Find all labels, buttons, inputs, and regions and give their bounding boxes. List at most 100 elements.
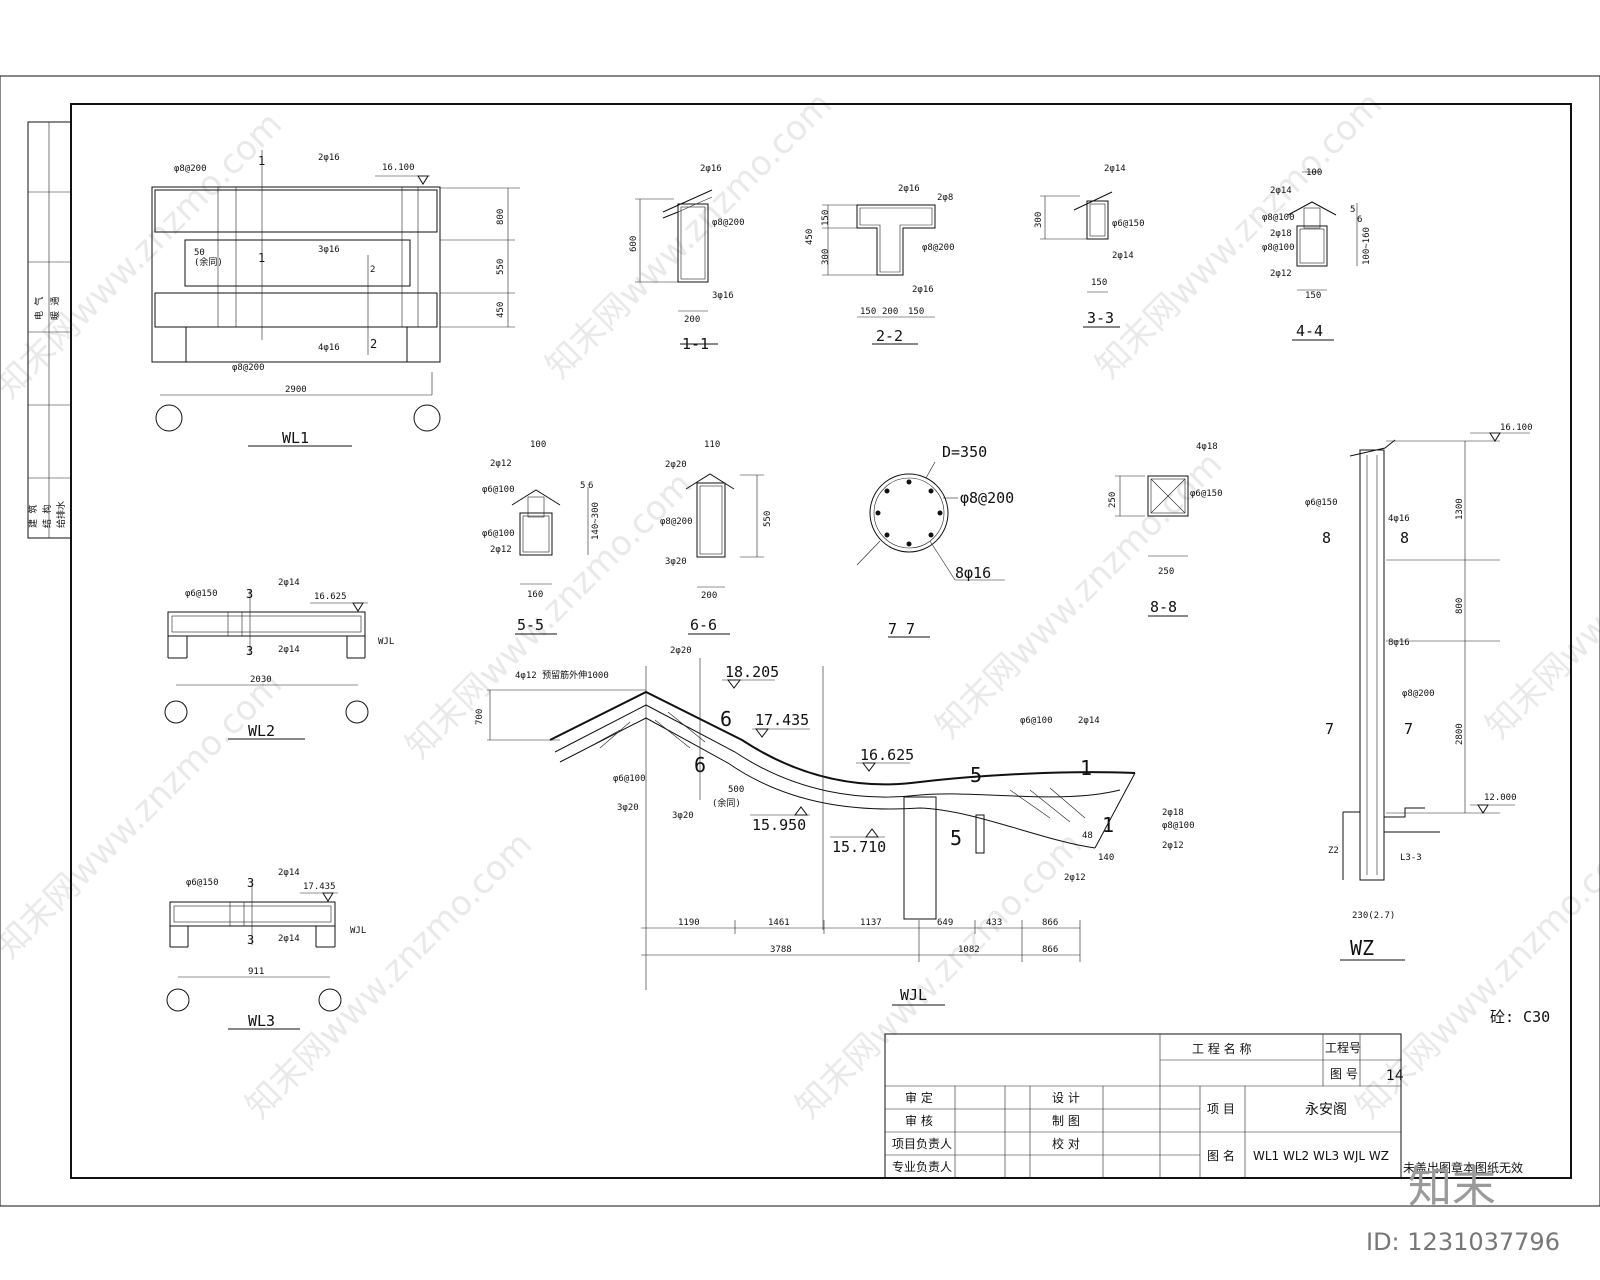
wl1-dim: 450 xyxy=(496,302,506,318)
sec88-title: 8-8 xyxy=(1150,598,1177,616)
sec22-dim: 300 xyxy=(821,249,831,265)
sec88-dim: 250 xyxy=(1158,567,1174,577)
strip-label: 给排水 xyxy=(55,501,67,528)
wl2-label: 3 xyxy=(246,587,253,601)
sec55-label: 2φ12 xyxy=(490,459,512,469)
sec55-label: 6 xyxy=(588,481,593,491)
wl3-elevation: φ6@150 3 2φ14 17.435 3 2φ14 WJL 911 WL3 xyxy=(166,868,366,1030)
tb-label-drawing-name: 图 名 xyxy=(1207,1148,1235,1163)
sec55-label: 100 xyxy=(530,440,546,450)
wjl-label: 140 xyxy=(1098,853,1114,863)
wjl-label: 6 xyxy=(720,707,732,731)
wz-label: 4φ16 xyxy=(1388,514,1410,524)
wl1-label: 2 xyxy=(370,265,375,275)
tb-value-item: 永安阁 xyxy=(1305,1102,1347,1118)
sec33-dim: 300 xyxy=(1034,212,1044,228)
sec77-label: 8φ16 xyxy=(955,564,991,582)
bar-dots xyxy=(875,479,943,547)
wz-label: φ8@200 xyxy=(1402,689,1435,699)
sec22-label: φ8@200 xyxy=(922,243,955,253)
tb-label-item: 项 目 xyxy=(1207,1102,1235,1116)
wz-label: Z2 xyxy=(1328,846,1339,856)
wjl-dim-row1: 1190 xyxy=(678,918,700,928)
wz-label: 7 xyxy=(1404,720,1413,738)
wjl-dim-row2: 866 xyxy=(1042,945,1058,955)
wjl-label: 2φ12 xyxy=(1162,841,1184,851)
sec55-label: 2φ12 xyxy=(490,545,512,555)
watermark-text: 知末网www.znzmo.com xyxy=(0,664,290,966)
wjl-label: 2φ20 xyxy=(670,646,692,656)
sec66-label: 2φ20 xyxy=(665,460,687,470)
wl3-label: 17.435 xyxy=(303,882,336,892)
wl3-label: WJL xyxy=(350,926,366,936)
tb-label-project-name: 工 程 名 称 xyxy=(1192,1041,1251,1056)
sec77-title: 7 7 xyxy=(888,620,915,638)
sec22-dim: 150 xyxy=(821,210,831,226)
tb-label-drawing-no: 图 号 xyxy=(1330,1067,1358,1081)
section-5-5: 100 2φ12 φ6@100 φ6@100 2φ12 5 6 140~300 … xyxy=(482,440,601,635)
sec11-dim: 200 xyxy=(684,315,700,325)
sec11-label: φ8@200 xyxy=(712,218,745,228)
wz-label: φ6@150 xyxy=(1305,498,1338,508)
wjl-label: 15.710 xyxy=(832,838,886,856)
wjl-dim-row1: 433 xyxy=(986,918,1002,928)
wjl-title: WJL xyxy=(900,986,927,1004)
section-8-8: 4φ18 φ6@150 250 250 8-8 xyxy=(1108,442,1223,617)
strip-label: 暖 通 xyxy=(49,297,61,320)
wjl-elev: 700 xyxy=(475,709,485,725)
wl1-label: φ8@200 xyxy=(232,363,265,373)
section-3-3: 2φ14 φ6@150 2φ14 300 150 3-3 xyxy=(1034,164,1145,328)
sec33-label: 2φ14 xyxy=(1112,251,1134,261)
wl3-label: 2φ14 xyxy=(278,934,300,944)
sec11-label: 2φ16 xyxy=(700,164,722,174)
sec44-label: 5 xyxy=(1350,205,1355,215)
sec22-dim: 450 xyxy=(805,229,815,245)
sec44-label: φ8@100 xyxy=(1262,213,1295,223)
wjl-elevation: 2φ20 4φ12 预留筋外伸1000 18.205 17.435 16.625… xyxy=(475,646,1195,1006)
wjl-label: 48 xyxy=(1082,831,1093,841)
wl1-label: 16.100 xyxy=(382,163,415,173)
concrete-grade: 砼: C30 xyxy=(1490,1008,1550,1026)
wz-label: 8 xyxy=(1400,529,1409,547)
wl1-label: 1 xyxy=(258,251,265,265)
tb-value-drawing-name: WL1 WL2 WL3 WJL WZ xyxy=(1253,1149,1389,1163)
tb-value-drawing-no: 14 xyxy=(1386,1068,1404,1084)
wjl-label: 2φ18 xyxy=(1162,808,1184,818)
strip-label: 建 筑 xyxy=(27,505,39,528)
tb-label-discipline-lead: 专业负责人 xyxy=(892,1159,952,1174)
wl1-label: 3φ16 xyxy=(318,245,340,255)
wjl-label: (余同) xyxy=(712,797,741,809)
wl3-label: 3 xyxy=(247,933,254,947)
sec66-dim: 550 xyxy=(763,511,773,527)
wz-dim: 2800 xyxy=(1455,723,1465,745)
wz-label: 8φ16 xyxy=(1388,638,1410,648)
wjl-label: φ6@100 xyxy=(613,774,646,784)
wjl-dim-row2: 3788 xyxy=(770,945,792,955)
tb-label-review: 审 核 xyxy=(905,1113,933,1128)
sec44-dim: 100~160 xyxy=(1362,227,1372,265)
sec88-label: 4φ18 xyxy=(1196,442,1218,452)
tb-label-approve: 审 定 xyxy=(905,1090,933,1105)
wjl-label: φ6@100 xyxy=(1020,716,1053,726)
tb-label-project-lead: 项目负责人 xyxy=(892,1137,952,1151)
wl1-dim: 2900 xyxy=(285,385,307,395)
sec55-title: 5-5 xyxy=(517,616,544,634)
section-4-4: 100 2φ14 φ8@100 2φ18 φ8@100 2φ12 5 6 100… xyxy=(1262,168,1372,341)
wjl-label: φ8@100 xyxy=(1162,821,1195,831)
wz-label: L3-3 xyxy=(1400,853,1422,863)
wl1-dim: 550 xyxy=(496,259,506,275)
brand-logo: 知末 xyxy=(1408,1162,1496,1213)
wjl-label: 5 xyxy=(970,763,982,787)
sec11-label: 3φ16 xyxy=(712,291,734,301)
wz-label: 12.000 xyxy=(1484,793,1517,803)
sec44-dim: 150 xyxy=(1305,291,1321,301)
sec44-title: 4-4 xyxy=(1296,322,1323,340)
wl1-label: 50 xyxy=(194,248,205,258)
sec55-label: 5 xyxy=(580,481,585,491)
sec22-dim: 200 xyxy=(882,307,898,317)
wl2-dim: 2030 xyxy=(250,675,272,685)
sec66-label: 3φ20 xyxy=(665,557,687,567)
sec11-dim: 600 xyxy=(629,236,639,252)
section-2-2: 2φ16 2φ8 φ8@200 2φ16 150 300 450 150 200… xyxy=(805,184,955,345)
